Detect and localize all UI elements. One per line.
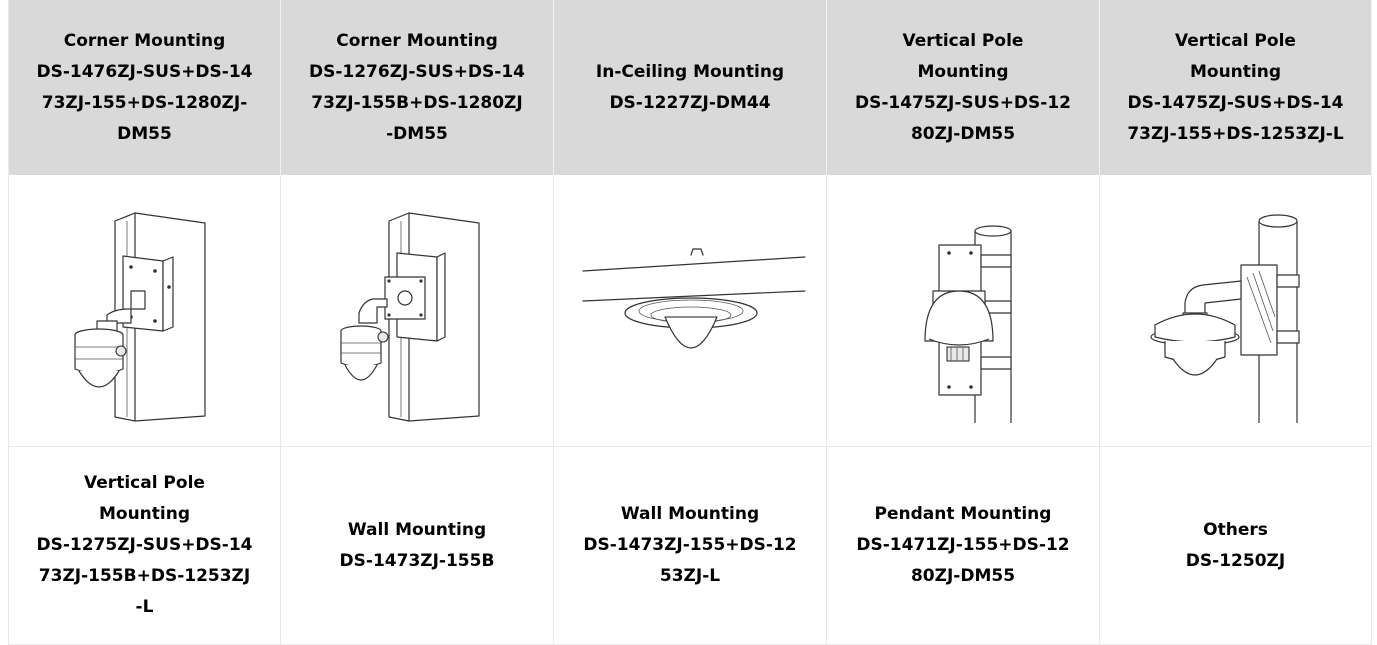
cell-line: -L: [135, 597, 154, 617]
cell-line: Mounting: [98, 504, 191, 524]
cell-others: Others DS-1250ZJ: [1100, 447, 1372, 645]
cell-line: DS-1476ZJ-SUS+DS-14: [36, 61, 253, 82]
cell-line: -DM55: [386, 123, 448, 144]
cell-line: DS-1276ZJ-SUS+DS-14: [308, 61, 526, 82]
cell-pendant-mounting: Pendant Mounting DS-1471ZJ-155+DS-12 80Z…: [827, 447, 1100, 645]
cell-wall-mounting-1: Wall Mounting DS-1473ZJ-155B: [281, 447, 554, 645]
cell-line: DS-1250ZJ: [1185, 550, 1286, 571]
header-cell-vertical-pole-mounting-2: Vertical Pole Mounting DS-1475ZJ-SUS+DS-…: [1100, 0, 1372, 176]
cell-line: DS-1227ZJ-DM44: [609, 92, 771, 113]
cell-line: Others: [1203, 519, 1268, 540]
cell-line: 80ZJ-DM55: [910, 123, 1016, 144]
vertical-pole-pendant-mount-illustration: [1149, 214, 1300, 423]
cell-line: DS-1471ZJ-155+DS-12: [856, 535, 1070, 555]
vertical-pole-mount-illustration: [924, 225, 1012, 423]
cell-line: DM55: [117, 123, 172, 144]
cell-line: Mounting: [1189, 61, 1282, 82]
cell-wall-mounting-2: Wall Mounting DS-1473ZJ-155+DS-12 53ZJ-L: [554, 447, 827, 645]
cell-line: Wall Mounting: [620, 504, 760, 524]
header-cell-in-ceiling-mounting: In-Ceiling Mounting DS-1227ZJ-DM44: [554, 0, 827, 176]
header-cell-vertical-pole-mounting-1: Vertical Pole Mounting DS-1475ZJ-SUS+DS-…: [827, 0, 1100, 176]
cell-line: 73ZJ-155B+DS-1280ZJ: [311, 92, 523, 113]
in-ceiling-mount-illustration: [582, 248, 806, 349]
cell-line: Corner Mounting: [63, 30, 226, 51]
image-cell-in-ceiling-mount: [554, 176, 827, 447]
cell-line: In-Ceiling Mounting: [595, 61, 785, 82]
cell-line: 73ZJ-155+DS-1280ZJ-: [41, 92, 248, 113]
cell-line: DS-1275ZJ-SUS+DS-14: [36, 535, 253, 555]
image-cell-corner-mount: [9, 176, 281, 447]
cell-line: 73ZJ-155+DS-1253ZJ-L: [1127, 123, 1344, 144]
header-cell-corner-mounting-1: Corner Mounting DS-1476ZJ-SUS+DS-14 73ZJ…: [9, 0, 281, 176]
mounting-table: Corner Mounting DS-1476ZJ-SUS+DS-14 73ZJ…: [8, 0, 1372, 645]
cell-line: DS-1475ZJ-SUS+DS-12: [854, 92, 1072, 113]
cell-line: Mounting: [917, 61, 1009, 82]
cell-line: Pendant Mounting: [874, 504, 1052, 524]
cell-line: Vertical Pole: [902, 30, 1024, 51]
cell-line: Vertical Pole: [1175, 30, 1296, 51]
corner-mount-junction-box-illustration: [340, 212, 480, 422]
header-cell-corner-mounting-2: Corner Mounting DS-1276ZJ-SUS+DS-14 73ZJ…: [281, 0, 554, 176]
image-cell-vertical-pole-mount: [827, 176, 1100, 447]
corner-mount-illustration: [73, 212, 206, 422]
cell-line: Wall Mounting: [347, 519, 487, 540]
cell-line: DS-1473ZJ-155+DS-12: [583, 535, 797, 555]
cell-line: 53ZJ-L: [659, 566, 721, 586]
image-cell-corner-mount-junction: [281, 176, 554, 447]
cell-line: Vertical Pole: [84, 473, 205, 493]
image-cell-vertical-pole-pendant: [1100, 176, 1372, 447]
cell-line: DS-1473ZJ-155B: [339, 550, 495, 571]
cell-vertical-pole-mounting-3: Vertical Pole Mounting DS-1275ZJ-SUS+DS-…: [9, 447, 281, 645]
cell-line: 73ZJ-155B+DS-1253ZJ: [38, 566, 251, 586]
cell-line: 80ZJ-DM55: [910, 566, 1016, 586]
cell-line: Corner Mounting: [336, 30, 498, 51]
cell-line: DS-1475ZJ-SUS+DS-14: [1127, 92, 1344, 113]
